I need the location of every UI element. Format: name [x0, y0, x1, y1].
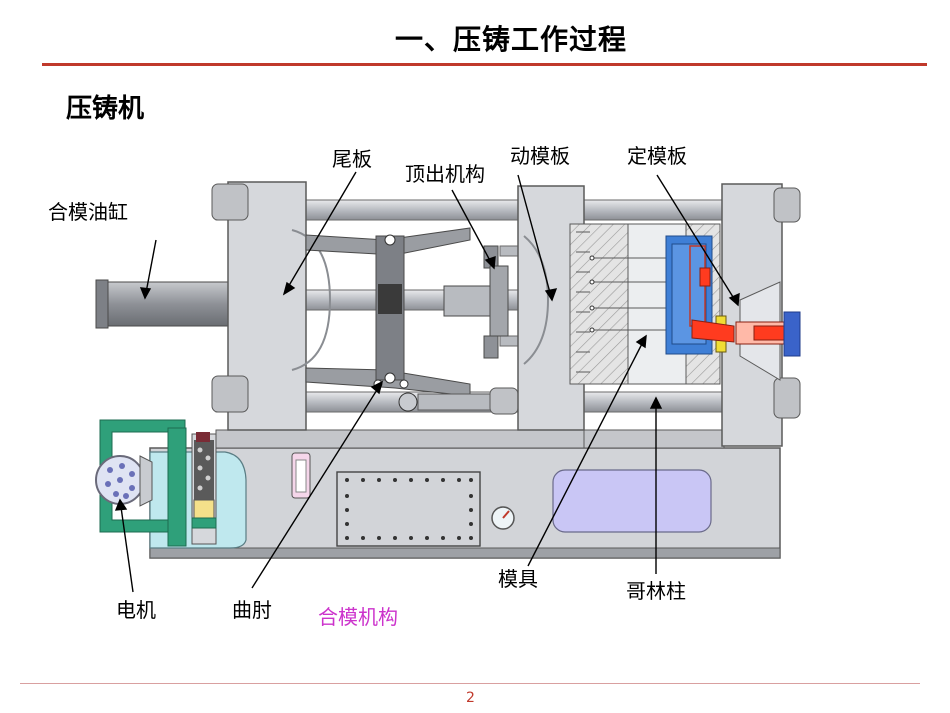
- injection-system: [691, 311, 801, 357]
- clamp-cylinder: [95, 275, 251, 333]
- label-fixed-platen: 定模板: [627, 144, 687, 168]
- access-panel: [336, 471, 481, 547]
- label-die: 模具: [498, 567, 538, 591]
- leader-fixed-platen: [656, 174, 739, 306]
- label-clamp-cylinder: 合模油缸: [48, 200, 128, 224]
- panel-rivets: [345, 478, 473, 540]
- label-tail-plate: 尾板: [332, 147, 372, 171]
- toggle-linkage: [305, 227, 519, 415]
- machine-base: [149, 429, 781, 559]
- label-toggle: 曲肘: [232, 598, 272, 622]
- ejector-mechanism: [443, 245, 509, 359]
- section-heading: 压铸机: [66, 94, 145, 124]
- label-motor: 电机: [116, 598, 156, 622]
- fixed-platen: [715, 183, 801, 447]
- slide-title: 一、压铸工作过程: [395, 23, 628, 56]
- title-divider: [42, 63, 927, 66]
- tail-plate: [211, 181, 332, 431]
- leader-toggle: [251, 381, 383, 589]
- label-tie-bar: 哥林柱: [626, 579, 686, 603]
- page-number: 2: [466, 690, 475, 706]
- footer-divider: [20, 683, 920, 684]
- leader-lines: [114, 171, 740, 593]
- label-moving-platen: 动模板: [510, 144, 570, 168]
- leader-motor: [119, 499, 134, 593]
- leader-die: [527, 335, 647, 567]
- oil-tank-window: [552, 469, 712, 533]
- leader-ejector: [451, 189, 495, 269]
- hydraulic-unit: [95, 419, 247, 549]
- label-clamp-mechanism: 合模机构: [318, 605, 398, 629]
- label-ejector: 顶出机构: [405, 162, 485, 186]
- die: [569, 223, 721, 385]
- leader-tail-plate: [283, 171, 357, 295]
- leader-moving-platen: [517, 174, 553, 301]
